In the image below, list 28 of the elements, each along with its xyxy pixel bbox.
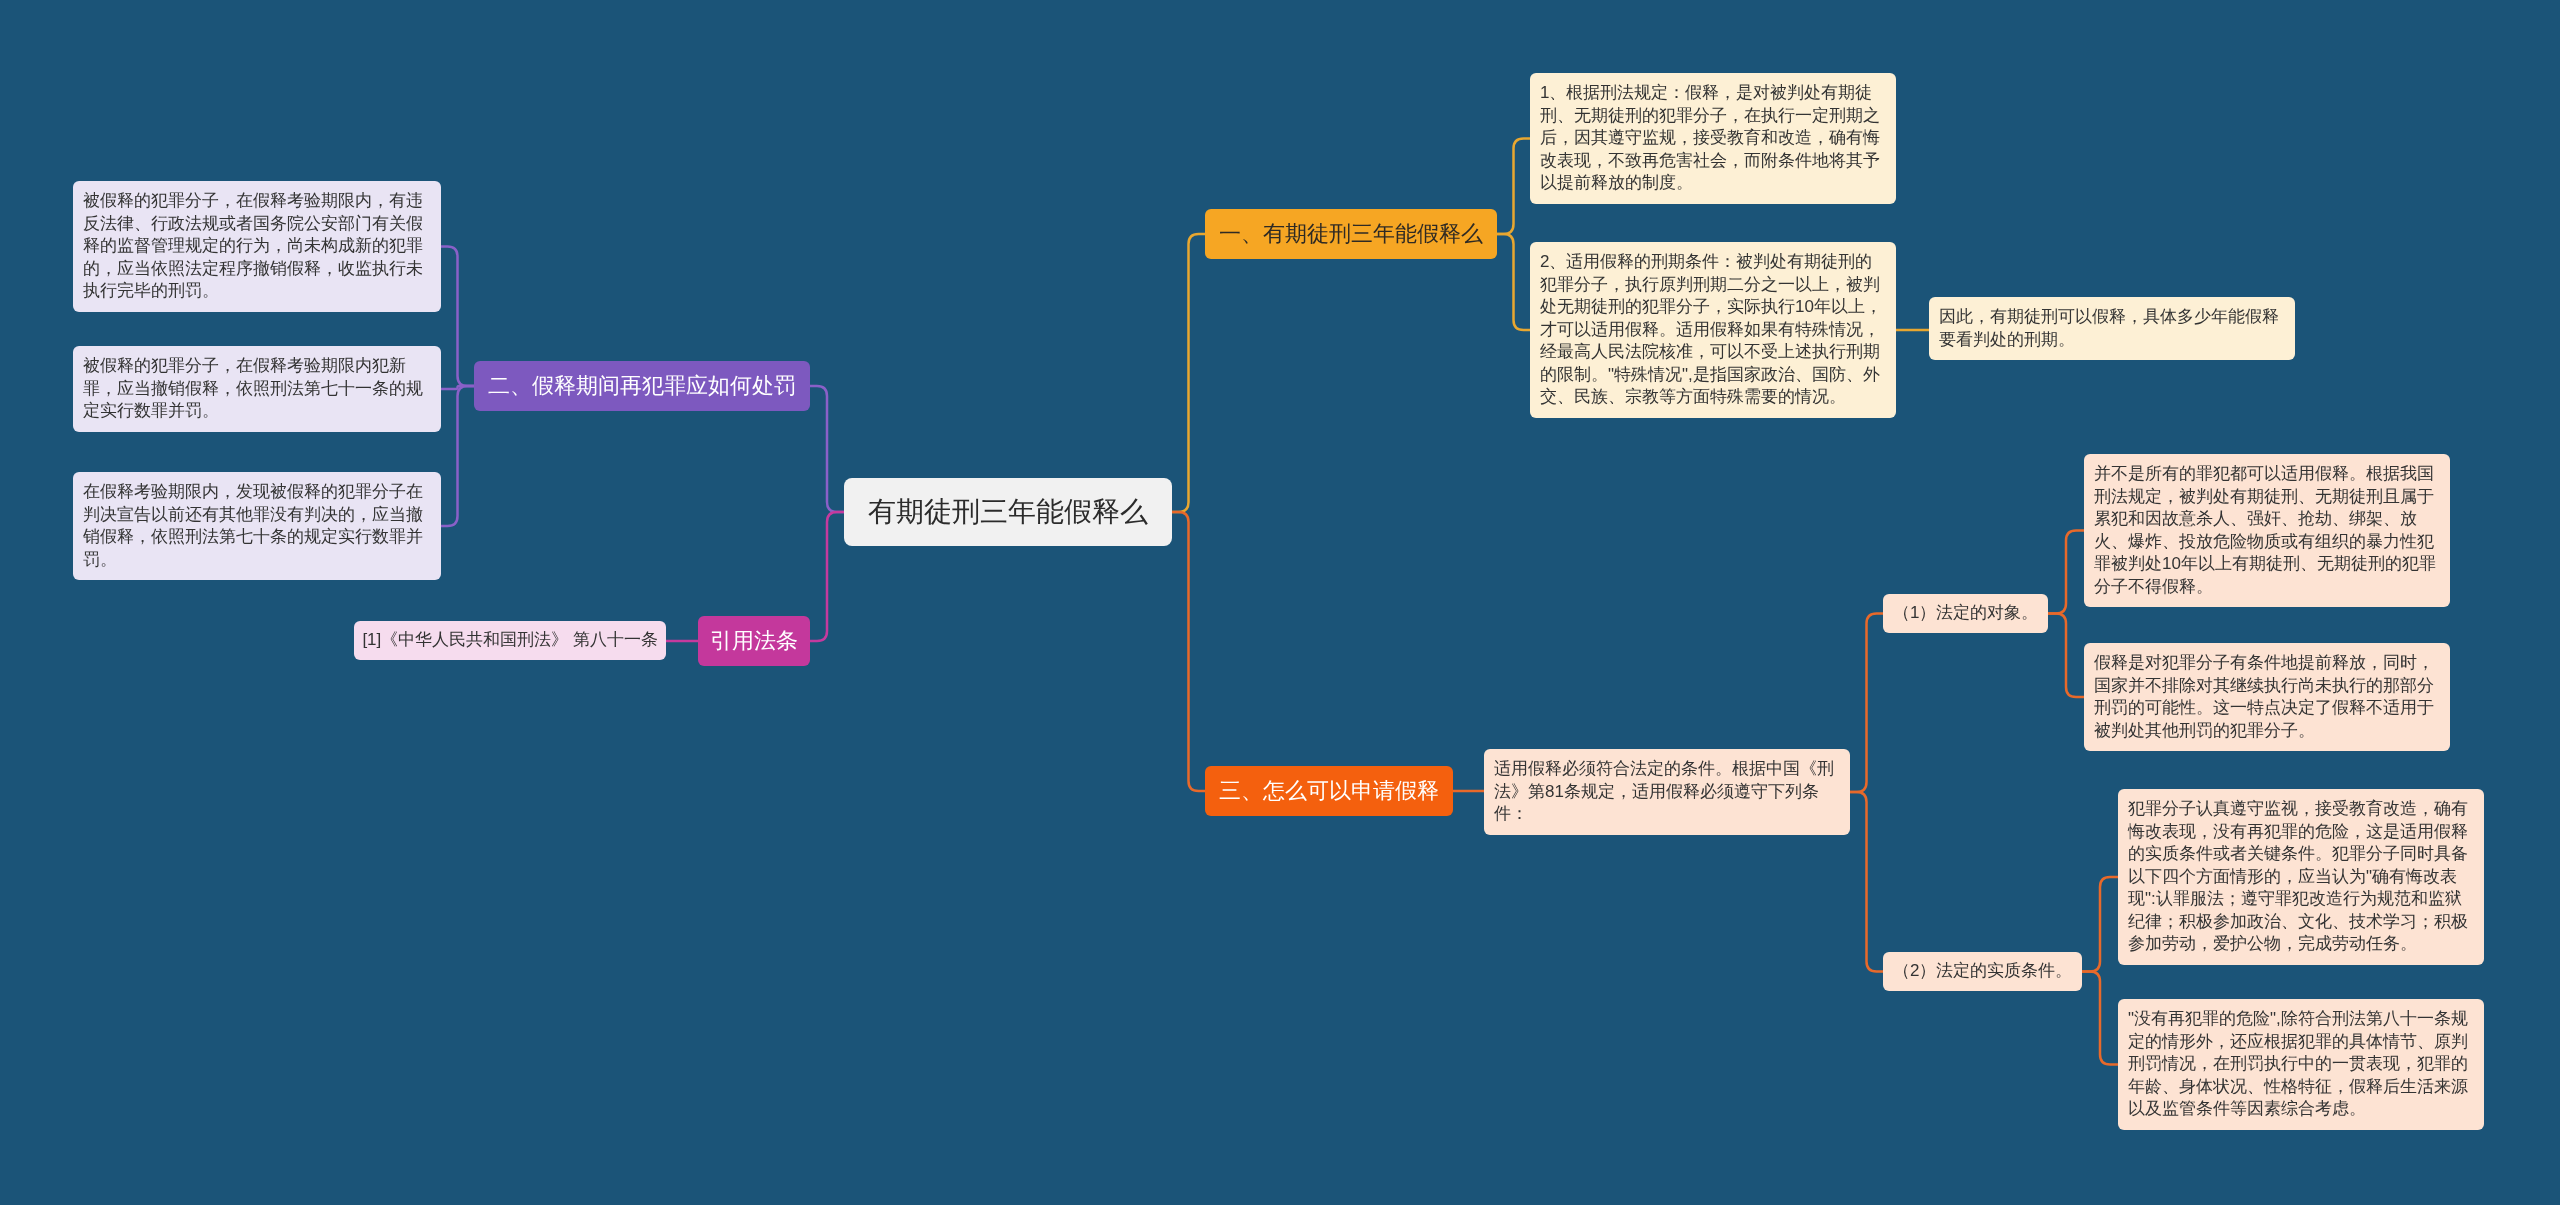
connector-line bbox=[1896, 328, 1929, 332]
reference-note: [1]《中华人民共和国刑法》 第八十一条 bbox=[354, 621, 666, 660]
detail-note: 在假释考验期限内，发现被假释的犯罪分子在判决宣告以前还有其他罪没有判决的，应当撤销假释，依照刑法第七十条的规定实行数罪并罚。 bbox=[73, 472, 441, 580]
detail-note: 假释是对犯罪分子有条件地提前释放，同时，国家并不排除对其继续执行尚未执行的那部分刑罚的可能性。这一特点决定了假释不适用于被判处其他刑罚的犯罪分子。 bbox=[2084, 643, 2450, 751]
connector-line bbox=[1497, 232, 1530, 332]
detail-note: 被假释的犯罪分子，在假释考验期限内犯新罪，应当撤销假释，依照刑法第七十一条的规定实行数罪并罚。 bbox=[73, 346, 441, 432]
central-topic: 有期徒刑三年能假释么 bbox=[844, 478, 1172, 546]
detail-note: "没有再犯罪的危险",除符合刑法第八十一条规定的情形外，还应根据犯罪的具体情节、原判刑罚情况，在刑罚执行中的一贯表现，犯罪的年龄、身体状况、性格特征，假释后生活来源以及监管条件等因素综合考虑。 bbox=[2118, 999, 2484, 1130]
detail-note: 因此，有期徒刑可以假释，具体多少年能假释要看判处的刑期。 bbox=[1929, 297, 2295, 360]
connector-line bbox=[2048, 612, 2084, 699]
subtopic: （1）法定的对象。 bbox=[1883, 594, 2049, 633]
connector-line bbox=[1172, 510, 1205, 793]
main-topic: 一、有期徒刑三年能假释么 bbox=[1205, 209, 1497, 259]
connector-line bbox=[2082, 970, 2118, 1066]
detail-note: 1、根据刑法规定：假释，是对被判处有期徒刑、无期徒刑的犯罪分子，在执行一定刑期之后，因其遵守监规，接受教育和改造，确有悔改表现，不致再危害社会，而附条件地将其予以提前释放的制度。 bbox=[1530, 73, 1896, 204]
connector-line bbox=[1850, 790, 1883, 973]
detail-note: 适用假释必须符合法定的条件。根据中国《刑法》第81条规定，适用假释必须遵守下列条件： bbox=[1484, 749, 1850, 835]
main-topic: 引用法条 bbox=[698, 616, 810, 666]
connector-line bbox=[666, 639, 698, 643]
subtopic: （2）法定的实质条件。 bbox=[1883, 952, 2083, 991]
detail-note: 被假释的犯罪分子，在假释考验期限内，有违反法律、行政法规或者国务院公安部门有关假释的监督管理规定的行为，尚未构成新的犯罪的，应当依照法定程序撤销假释，收监执行未执行完毕的刑罚。 bbox=[73, 181, 441, 312]
main-topic: 二、假释期间再犯罪应如何处罚 bbox=[474, 361, 810, 411]
detail-note: 并不是所有的罪犯都可以适用假释。根据我国刑法规定，被判处有期徒刑、无期徒刑且属于累犯和因故意杀人、强奸、抢劫、绑架、放火、爆炸、投放危险物质或有组织的暴力性犯罪被判处10年以上有期徒刑、无期徒刑的犯罪分子不得假释。 bbox=[2084, 454, 2450, 607]
connector-line bbox=[441, 384, 474, 528]
main-topic: 三、怎么可以申请假释 bbox=[1205, 766, 1453, 816]
detail-note: 2、适用假释的刑期条件：被判处有期徒刑的犯罪分子，执行原判刑期二分之一以上，被判处无期徒刑的犯罪分子，实际执行10年以上，才可以适用假释。适用假释如果有特殊情况，经最高人民法院核准，可以不受上述执行刑期的限制。"特殊情况",是指国家政治、国防、外交、民族、宗教等方面特殊需要的情况。 bbox=[1530, 242, 1896, 418]
detail-note: 犯罪分子认真遵守监视，接受教育改造，确有悔改表现，没有再犯罪的危险，这是适用假释的实质条件或者关键条件。犯罪分子同时具备以下四个方面情形的，应当认为"确有悔改表现":认罪服法；遵守罪犯改造行为规范和监狱纪律；积极参加政治、文化、技术学习；积极参加劳动，爱护公物，完成劳动任务。 bbox=[2118, 789, 2484, 965]
connector-line bbox=[1453, 789, 1484, 793]
